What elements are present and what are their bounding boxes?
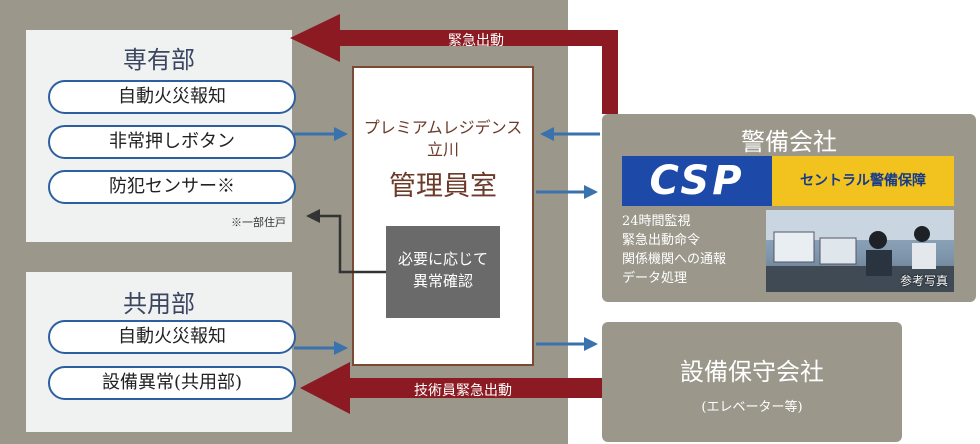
check-feedback-arrow [306,209,386,274]
private-area-zone: 専有部 自動火災報知 非常押しボタン 防犯センサー※ ※一部住戸 [26,30,296,242]
as-needed-check-box: 必要に応じて 異常確認 [386,226,500,318]
check-line-2: 異常確認 [412,272,473,290]
maintenance-company-subtitle: (エレベーター等) [701,400,803,415]
private-security-sensor-item: 防犯センサー※ [48,170,296,204]
reference-photo: 参考写真 [766,210,954,292]
maintenance-company-title: 設備保守会社 [680,358,824,386]
private-fire-alarm-item: 自動火災報知 [48,80,296,114]
service-data-processing: データ処理 [622,271,688,286]
building-location: 立川 [426,140,459,159]
private-area-title: 専有部 [123,46,195,74]
technician-dispatch-arrow [300,362,602,414]
technician-dispatch-label: 技術員緊急出動 [414,383,512,399]
service-24h: 24時間監視 [622,214,691,229]
common-equipment-fault-item: 設備異常(共用部) [48,366,296,400]
emergency-dispatch-label: 緊急出動 [448,33,504,49]
blue-arrows [294,127,600,355]
maintenance-company-panel: 設備保守会社 (エレベーター等) [602,322,902,442]
management-room-name: 管理員室 [389,171,497,202]
service-authority-report: 関係機関への通報 [622,252,727,267]
security-company-title: 警備会社 [741,128,837,156]
logo-mark: CSP [622,156,772,206]
common-fire-alarm-item: 自動火災報知 [48,320,296,354]
building-name: プレミアムレジデンス [363,118,523,137]
private-area-note: ※一部住戸 [231,216,286,229]
logo-company-name: セントラル警備保障 [772,156,954,206]
service-dispatch-order: 緊急出動命令 [622,233,701,248]
check-line-1: 必要に応じて [397,250,488,268]
csp-logo: CSP セントラル警備保障 [622,156,954,206]
emergency-dispatch-arrow [290,14,618,114]
common-area-title: 共用部 [123,290,195,318]
private-emergency-button-item: 非常押しボタン [48,125,296,159]
monitoring-room-illustration [766,210,954,292]
common-area-zone: 共用部 自動火災報知 設備異常(共用部) [26,272,296,432]
photo-caption: 参考写真 [899,274,948,288]
